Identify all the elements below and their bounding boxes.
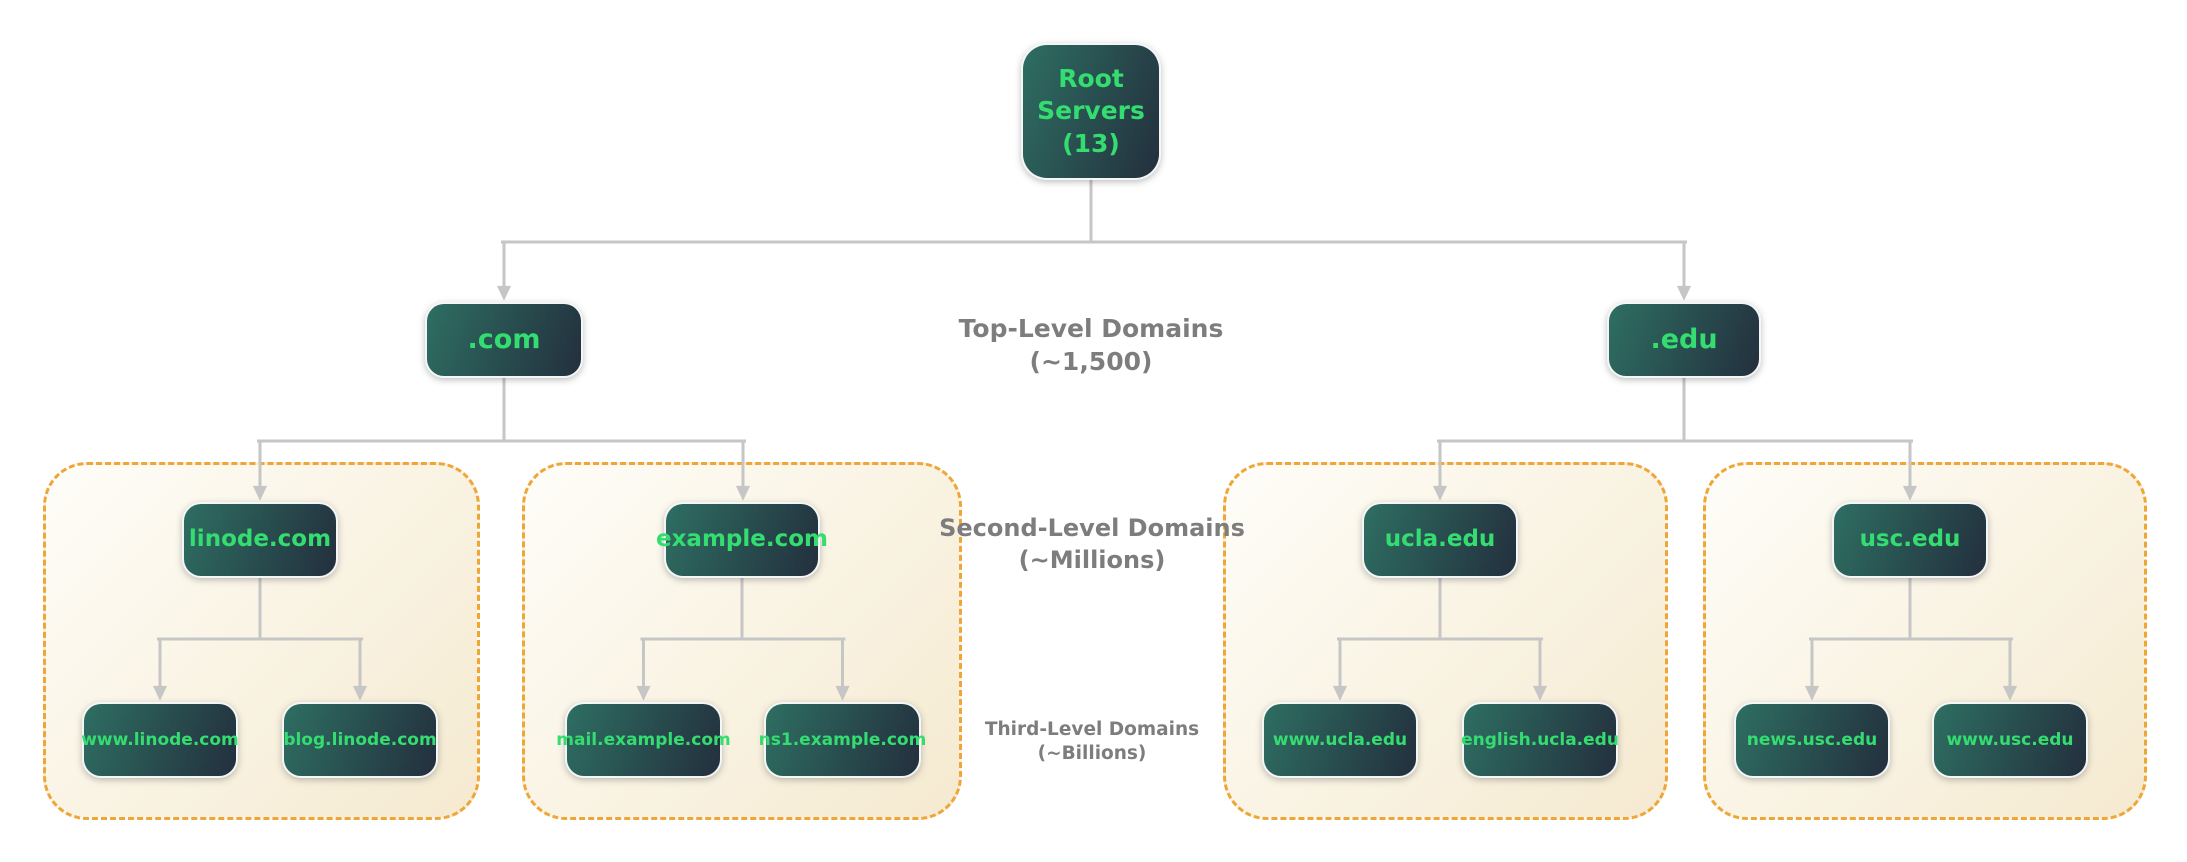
row-label-count: (~1,500) xyxy=(1029,347,1153,376)
node-ucla-edu: ucla.edu xyxy=(1362,502,1518,578)
node-root-servers: Root Servers (13) xyxy=(1021,43,1161,180)
connector-root-split xyxy=(501,178,1687,244)
connector-com-split xyxy=(257,376,746,443)
node-linode-com: linode.com xyxy=(182,502,338,578)
node-tld-edu: .edu xyxy=(1607,302,1761,378)
node-example-com: example.com xyxy=(656,502,828,578)
node-tld-com: .com xyxy=(425,302,583,378)
node-mail-example-com: mail.example.com xyxy=(556,702,731,778)
row-label-title: Top-Level Domains xyxy=(958,314,1224,343)
row-label-title: Second-Level Domains xyxy=(939,514,1245,542)
node-usc-edu: usc.edu xyxy=(1832,502,1988,578)
node-www-usc-edu: www.usc.edu xyxy=(1932,702,2088,778)
row-label-count: (~Billions) xyxy=(1037,743,1147,765)
node-blog-linode-com: blog.linode.com xyxy=(282,702,438,778)
connector-edu-split xyxy=(1437,376,1913,443)
node-www-ucla-edu: www.ucla.edu xyxy=(1262,702,1418,778)
node-ns1-example-com: ns1.example.com xyxy=(759,702,926,778)
row-label-count: (~Millions) xyxy=(1018,545,1166,574)
label-second-level-domains: Second-Level Domains (~Millions) xyxy=(939,513,1245,576)
node-english-ucla-edu: english.ucla.edu xyxy=(1461,702,1619,778)
label-top-level-domains: Top-Level Domains (~1,500) xyxy=(959,312,1224,378)
node-www-linode-com: www.linode.com xyxy=(81,702,239,778)
node-news-usc-edu: news.usc.edu xyxy=(1734,702,1890,778)
label-third-level-domains: Third-Level Domains (~Billions) xyxy=(985,718,1199,767)
row-label-title: Third-Level Domains xyxy=(984,719,1200,740)
